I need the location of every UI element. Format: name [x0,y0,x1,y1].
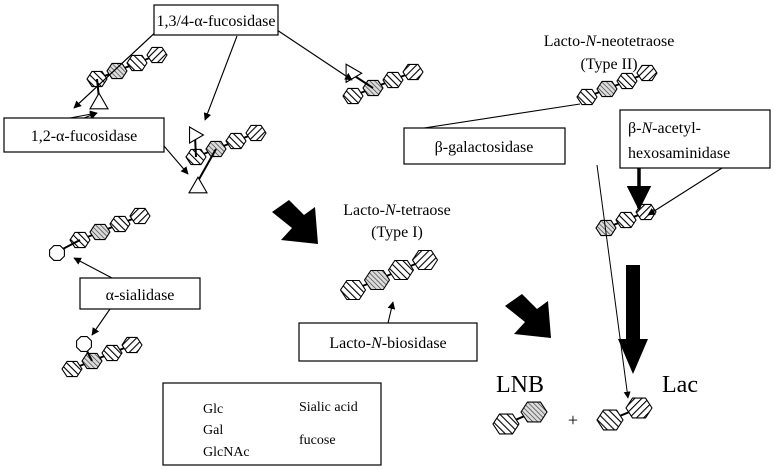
connector-arrow [423,103,581,129]
fucose-triangle [188,126,205,144]
fucose-residue [188,176,208,194]
connector-arrow [596,164,631,399]
enzyme-box-fucosidase-134: 1,3/4-α-fucosidase [153,4,279,36]
fucose-triangle [188,176,208,194]
svg-text:α-sialidase: α-sialidase [106,287,175,304]
galactose-residue [382,71,404,89]
svg-text:Lacto-N-biosidase: Lacto-N-biosidase [329,335,446,352]
connector-arrow [387,301,396,324]
galactose-residue [61,360,83,378]
glucose-residue [411,249,439,271]
fucose-residue [89,92,109,110]
fucose-residue [188,126,205,144]
process-arrow-to-products [505,294,551,338]
galactose-residue [101,344,123,362]
svg-text:GlcNAc: GlcNAc [203,445,250,460]
svg-text:hexosaminidase: hexosaminidase [628,145,730,162]
process-arrow-to-lnt [272,200,318,244]
connector-arrow [69,110,98,119]
svg-text:1,2-α-fucosidase: 1,2-α-fucosidase [31,128,138,145]
plus-sign: + [568,410,578,430]
connector-arrow [203,35,238,121]
connector-arrow [647,167,723,216]
enzyme-box-fucosidase-12: 1,2-α-fucosidase [3,117,165,153]
galactose-residue [576,88,598,106]
sialic-acid-residue [49,245,65,261]
galactose-residue [225,132,247,150]
enzyme-box-hexosaminidase: β-N-acetyl- hexosaminidase [619,109,771,169]
glcnac-residue [363,269,391,291]
glcnac-residue [595,219,617,237]
enzyme-box-sialidase: α-sialidase [79,277,201,310]
glucose-residue [129,207,151,225]
glycosidic-bond [197,148,217,182]
glucose-residue [245,124,267,142]
glcnac-residue [520,401,548,423]
glcnac-residue [596,80,618,98]
enzyme-box-galactosidase: β-galactosidase [403,127,566,165]
svg-text:fucose: fucose [299,433,336,448]
legend: Glc Gal GlcNAc Sialic acid fucose [162,382,382,466]
galactose-residue [109,215,131,233]
svg-text:1,3/4-α-fucosidase: 1,3/4-α-fucosidase [156,13,275,30]
glcnac-residue [106,62,128,80]
glucose-residue [402,63,424,81]
glucose-residue [636,64,658,82]
product-lac-label: Lac [662,372,698,398]
svg-text:Glc: Glc [203,402,223,417]
galactose-residue [615,211,637,229]
lnt-type-label: (Type I) [371,224,423,241]
galactose-residue [596,409,624,431]
glcnac-residue [89,223,111,241]
galactose-residue [492,413,520,435]
glucose-residue [625,397,653,419]
svg-text:Gal: Gal [203,423,223,438]
connector-arrow [73,27,161,109]
lnt-label: Lacto-N-tetraose [343,202,451,219]
galactose-residue [616,72,638,90]
process-arrow-lnnt-down [618,265,648,374]
lnnt-label: Lacto-N-neotetraose [544,33,675,50]
connector-arrow [73,257,113,279]
fucose-triangle [89,92,109,110]
galactose-residue [126,54,148,72]
sialic-acid-residue [76,336,92,352]
svg-text:β-galactosidase: β-galactosidase [435,139,534,156]
galactose-residue [339,279,367,301]
glucose-residue [121,336,143,354]
glucose-residue [146,46,168,64]
galactose-residue [387,259,415,281]
connector-arrow [91,308,111,336]
lnnt-type-label: (Type II) [580,56,637,73]
connector-arrow [163,145,189,175]
svg-text:β-N-acetyl-: β-N-acetyl- [628,120,701,137]
enzyme-box-lacto-n-biosidase: Lacto-N-biosidase [298,322,478,362]
connector-arrow [276,29,353,81]
svg-text:Sialic acid: Sialic acid [299,400,358,415]
product-lnb-label: LNB [496,372,544,398]
galactose-residue [342,87,364,105]
